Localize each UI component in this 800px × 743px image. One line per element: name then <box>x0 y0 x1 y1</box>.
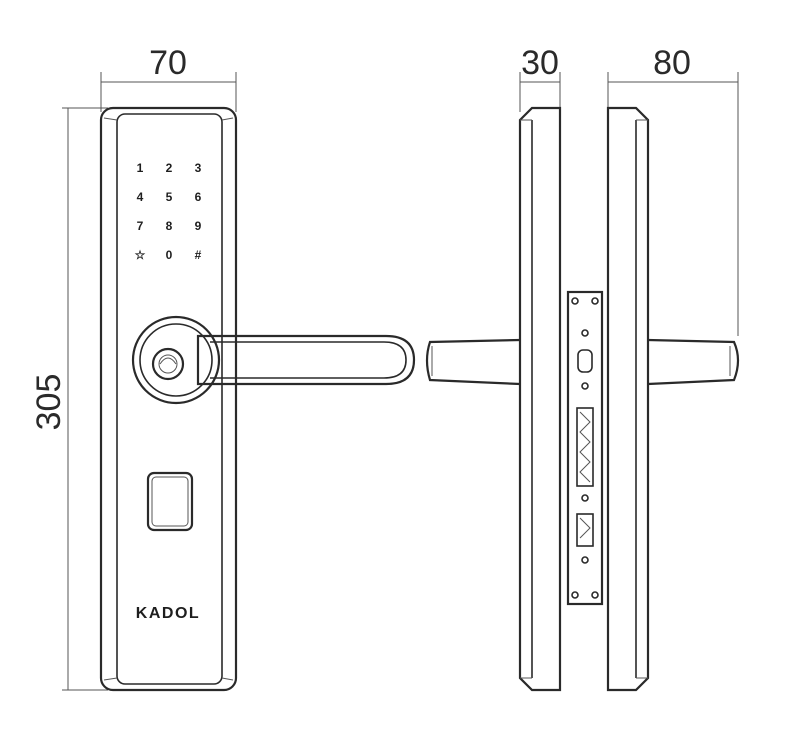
latch-slot <box>577 349 593 373</box>
key-6: 6 <box>195 190 202 204</box>
mortise-strike-plate <box>566 290 604 606</box>
side-lever-left <box>425 338 521 386</box>
screw-hole-top-right <box>591 297 599 305</box>
card-reader-window <box>146 471 194 532</box>
key-1: 1 <box>137 161 144 175</box>
key-hash: # <box>195 248 202 262</box>
dimension-height: 305 <box>30 107 108 691</box>
key-9: 9 <box>195 219 202 233</box>
screw-hole <box>581 382 589 390</box>
dimension-label-side-thickness: 30 <box>521 44 559 82</box>
brand-logo: KADOL <box>136 605 200 622</box>
side-lever-right <box>647 338 740 386</box>
fingerprint-sensor-icon <box>151 347 185 381</box>
aux-latch-slot <box>576 513 594 547</box>
key-star: ☆ <box>135 248 146 262</box>
screw-hole <box>581 556 589 564</box>
screw-hole <box>581 329 589 337</box>
screw-hole-bottom-right <box>591 591 599 599</box>
key-0: 0 <box>166 248 173 262</box>
key-3: 3 <box>195 161 202 175</box>
side-view-front-plate <box>425 106 562 692</box>
deadbolt-slot <box>576 407 594 487</box>
key-4: 4 <box>137 190 144 204</box>
front-outer-panel <box>99 106 238 692</box>
key-7: 7 <box>137 219 144 233</box>
key-5: 5 <box>166 190 173 204</box>
front-inner-panel <box>116 113 223 685</box>
dimension-front-width: 70 <box>100 44 237 112</box>
key-2: 2 <box>166 161 173 175</box>
dimension-back-width: 80 <box>607 44 739 336</box>
screw-hole-top-left <box>571 297 579 305</box>
dimension-label-front-width: 70 <box>149 44 187 82</box>
front-view: 1 2 3 4 5 6 7 8 9 ☆ 0 # KADOL <box>99 106 416 692</box>
handle-rosette-inner <box>139 323 213 397</box>
key-8: 8 <box>166 219 173 233</box>
dimension-label-back-width: 80 <box>653 44 691 82</box>
lever-outer <box>196 334 416 386</box>
handle-rosette <box>131 315 221 405</box>
back-plate-outline <box>606 106 650 692</box>
screw-hole <box>581 494 589 502</box>
side-plate-outline <box>518 106 562 692</box>
dimension-side-thickness: 30 <box>519 44 561 112</box>
screw-hole-bottom-left <box>571 591 579 599</box>
dimension-label-height: 305 <box>30 374 68 431</box>
keypad: 1 2 3 4 5 6 7 8 9 ☆ 0 # <box>135 161 202 262</box>
front-handle-lever <box>131 315 416 405</box>
side-view-back-plate <box>606 106 740 692</box>
strike-plate-outline <box>566 290 604 606</box>
lever-inner <box>210 341 407 379</box>
